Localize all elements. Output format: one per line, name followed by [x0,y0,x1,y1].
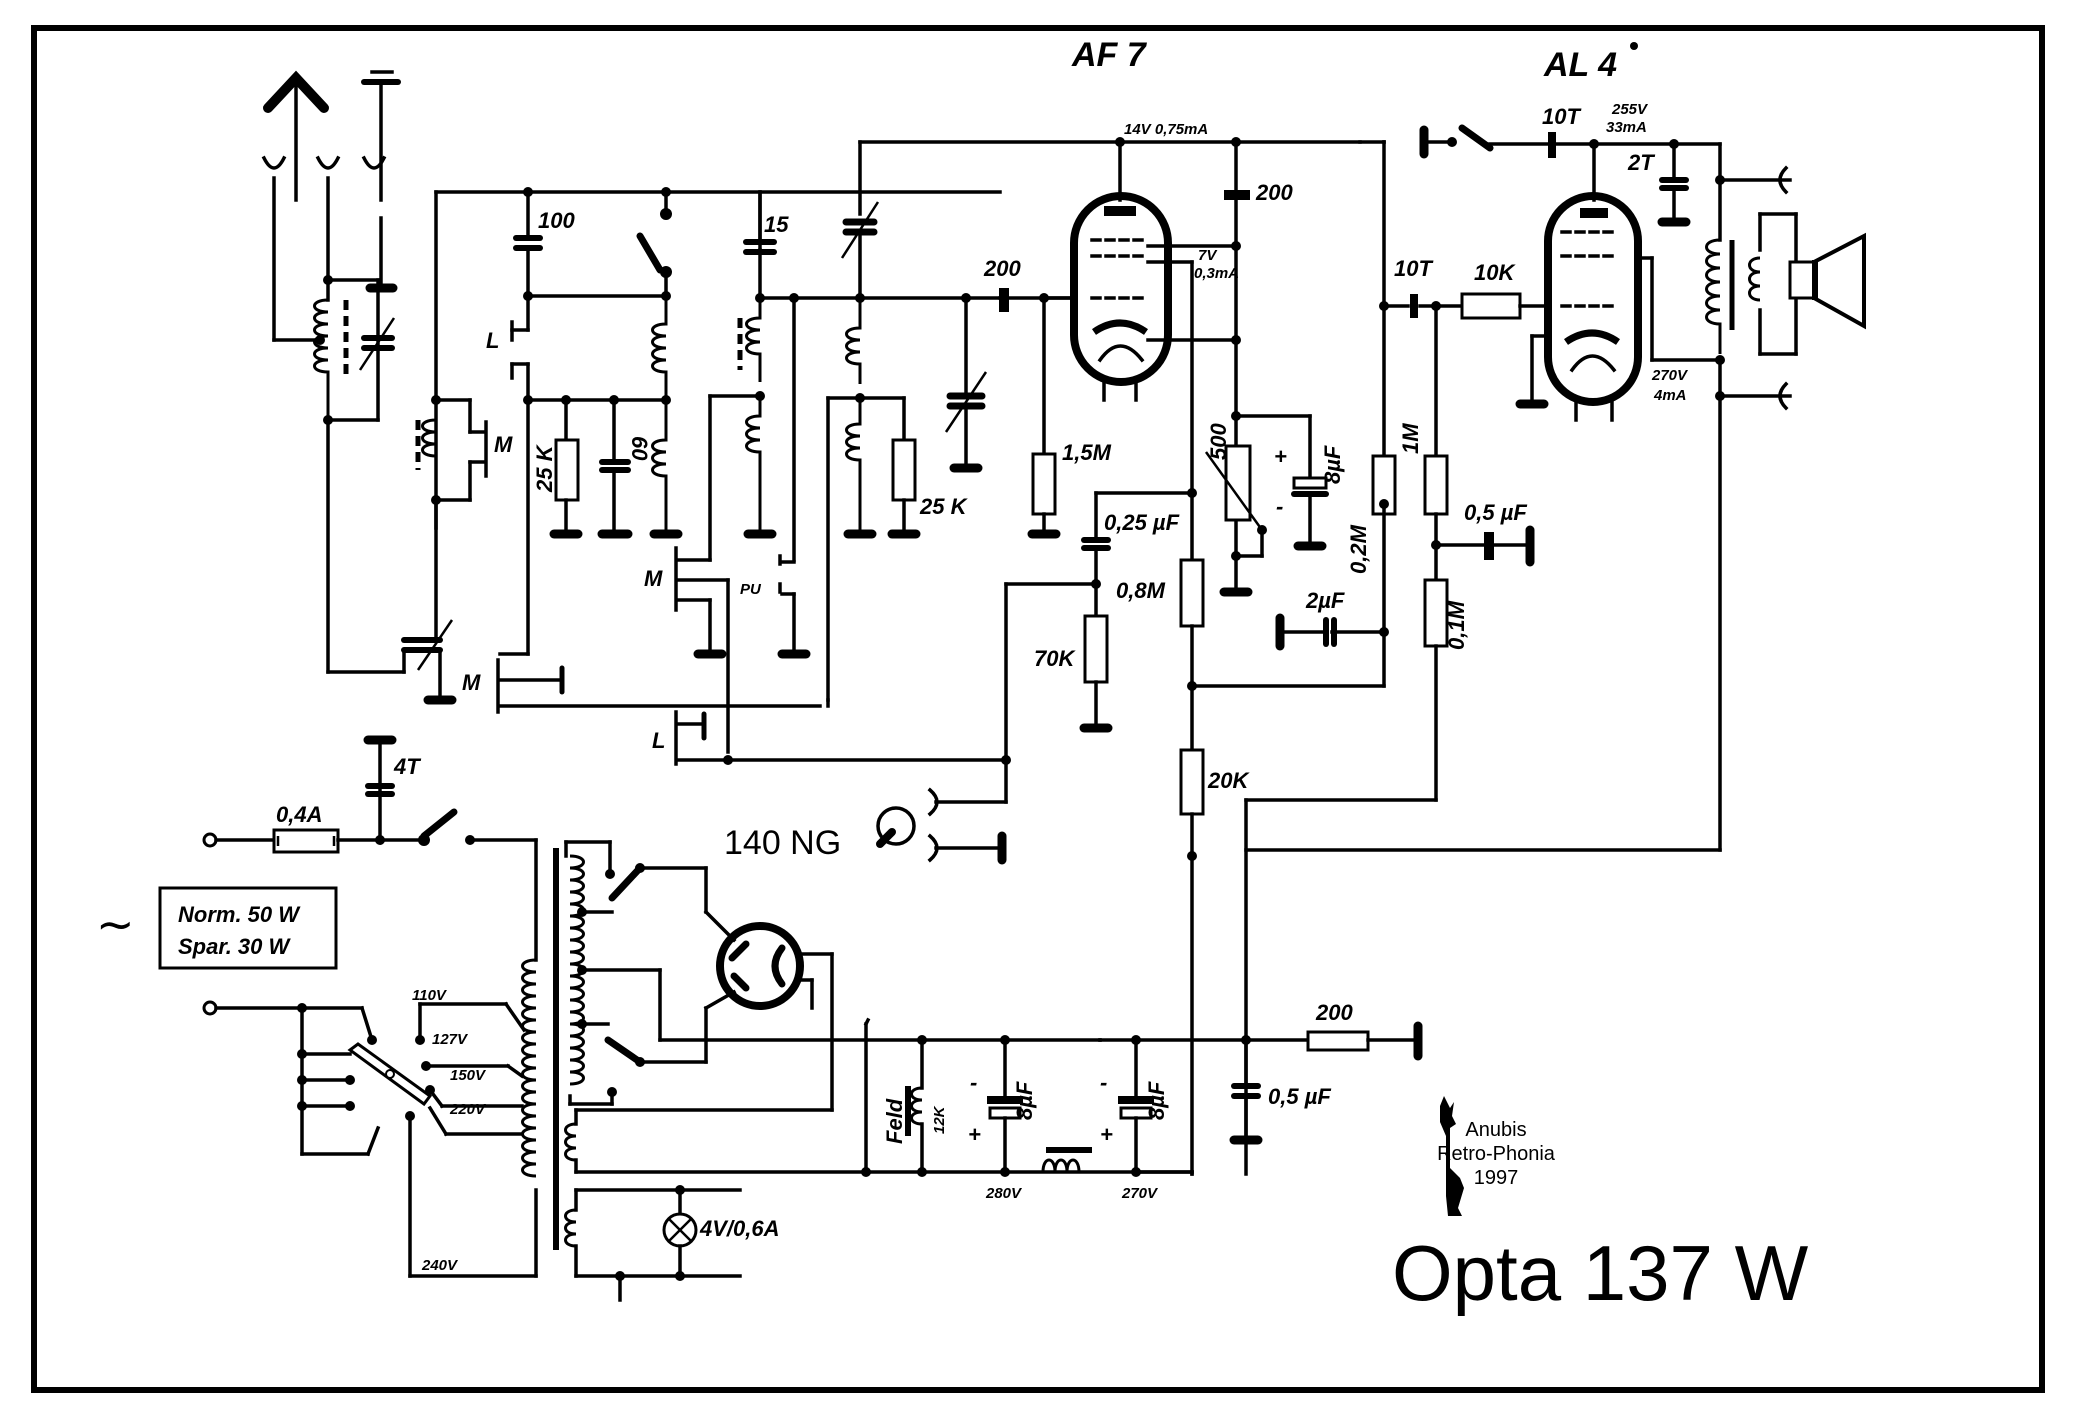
label-al4-screen-i: 4mA [1653,387,1687,404]
band-section [326,187,1002,714]
label-cap-60: 60 [627,436,652,461]
label-cap-8uf-b: 8µF [1144,1081,1169,1120]
tube-al4-label: AL 4 [1543,46,1617,84]
label-tap-127v: 127V [432,1031,469,1048]
label-res-20k: 20K [1207,768,1250,793]
label-cap-0-5uf-bias: 0,5 µF [1268,1084,1331,1109]
antenna-symbol [263,70,329,202]
af7-stage [674,137,1397,1176]
oscillator-section [674,140,1362,754]
label-cap-2t: 2T [1627,150,1655,175]
label-tap-240v: 240V [421,1257,459,1274]
fuse-symbol [272,828,340,854]
label-fuse: 0,4A [276,802,322,827]
tube-af7-label: AF 7 [1071,36,1148,74]
label-cap-200-screen: 200 [1255,180,1293,205]
labels: AF 7 AL 4 140 NG Norm. 50 W Spar. 30 W ~… [96,36,1809,1317]
power-section [202,735,1423,1302]
label-cap-100: 100 [538,208,575,233]
label-al4-anode-i: 33mA [1606,119,1647,136]
credit-line1: Anubis [1465,1119,1526,1141]
label-pilot-lamp: 4V/0,6A [699,1216,780,1241]
label-cap-4t: 4T [393,754,421,779]
label-res-10k: 10K [1474,260,1516,285]
label-cap-10t-coupling: 10T [1394,256,1433,281]
label-af7-screen-v: 7V [1198,247,1218,264]
label-cap-0-5uf-grid: 0,5 µF [1464,500,1527,525]
label-cap-15: 15 [764,212,789,237]
label-cap-10t-tone: 10T [1542,104,1581,129]
credit-line2: Retro-Phonia [1437,1143,1556,1165]
label-res-0-2m: 0,2M [1346,524,1371,574]
credit-line3: 1997 [1474,1167,1519,1189]
label-v-280: 280V [985,1185,1023,1202]
label-field-coil: Feld [882,1098,907,1144]
label-minus-cathode: - [1276,494,1283,519]
power-box-line1: Norm. 50 W [178,902,301,927]
antenna-coil [272,275,380,674]
al4-stage [1244,124,1866,1176]
earth-symbol [361,70,401,202]
label-switch-l-top: L [486,328,499,353]
label-cap-8uf-cathode: 8µF [1320,445,1345,484]
antenna-sockets [261,155,398,342]
label-cap-2uf: 2µF [1305,588,1345,613]
label-res-0-1m: 0,1M [1444,600,1469,650]
label-pot-500: 500 [1206,423,1231,460]
ac-symbol: ~ [96,897,135,951]
power-rating-box [158,886,338,970]
label-minus-a: - [970,1070,977,1095]
power-box-line2: Spar. 30 W [178,934,292,959]
label-switch-l-bottom: L [652,728,665,753]
label-res-1-5m: 1,5M [1062,440,1112,465]
antenna-trimmer [358,317,396,371]
label-tap-220v: 220V [449,1101,487,1118]
label-al4-screen-v: 270V [1651,367,1689,384]
label-field-res: 12K [931,1105,948,1134]
label-al4-anode-v: 255V [1611,101,1649,118]
label-cap-0-25uf: 0,25 µF [1104,510,1180,535]
label-minus-b: - [1100,1070,1107,1095]
label-af7-anode: 14V 0,75mA [1124,121,1208,138]
anubis-logo [1440,1096,1464,1216]
label-af7-screen-i: 0,3mA [1194,265,1239,282]
schematic-frame [31,25,2045,1393]
label-cap-8uf-a: 8µF [1012,1081,1037,1120]
label-cap-200-grid: 200 [983,256,1021,281]
label-tap-150v: 150V [450,1067,487,1084]
label-res-25k-b: 25 K [919,494,969,519]
tube-140ng-label: 140 NG [724,824,841,862]
label-switch-m-a: M [494,432,513,457]
label-switch-pu: PU [740,581,762,598]
label-plus-b: + [1100,1122,1113,1147]
label-switch-m-c: M [462,670,481,695]
label-plus-cathode: + [1274,444,1287,469]
label-tap-110v: 110V [412,987,448,1004]
label-res-200-bias: 200 [1315,1000,1353,1025]
schematic-title: Opta 137 W [1392,1229,1809,1317]
label-v-270: 270V [1121,1185,1159,1202]
label-res-1m: 1M [1398,423,1423,454]
label-res-25k-a: 25 K [532,443,557,493]
al4-tube [1544,192,1642,406]
label-res-0-8m: 0,8M [1116,578,1166,603]
label-plus-a: + [968,1122,981,1147]
label-res-70k: 70K [1034,646,1076,671]
label-switch-m-b: M [644,566,663,591]
af7-tube [1070,192,1172,386]
